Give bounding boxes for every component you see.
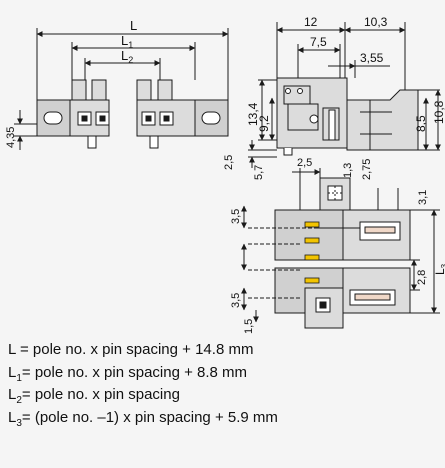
label-7-5: 7,5 — [310, 35, 327, 49]
label-5-7: 5,7 — [253, 165, 265, 180]
label-L2: L2 — [121, 48, 133, 65]
label-L: L — [130, 18, 137, 33]
label-2-5-front: 2,5 — [297, 157, 312, 169]
flange-left — [36, 99, 71, 137]
formula-L2: L2= pole no. x pin spacing — [8, 386, 180, 406]
side-latch-hole — [309, 114, 319, 124]
side-plug — [346, 89, 419, 151]
label-10-3: 10,3 — [364, 15, 388, 29]
formula-L: L = pole no. x pin spacing + 14.8 mm — [8, 341, 254, 358]
formula-L1: L1= pole no. x pin spacing + 8.8 mm — [8, 363, 248, 384]
label-3-5-bot: 3,5 — [230, 293, 242, 308]
label-2-8: 2,8 — [416, 270, 428, 285]
technical-drawing: L L1 L2 4,35 — [5, 15, 445, 334]
contact-1 — [304, 221, 320, 228]
label-L3: L3 — [433, 263, 445, 275]
formula-L3: L3= (pole no. –1) x pin spacing + 5.9 mm — [8, 408, 278, 429]
contact-3 — [304, 254, 320, 261]
formula-block: L = pole no. x pin spacing + 14.8 mm L1=… — [8, 340, 438, 430]
label-2-5-side: 2,5 — [223, 155, 235, 170]
label-3-55: 3,55 — [360, 51, 384, 65]
label-2-75: 2,75 — [361, 159, 373, 180]
label-3-5-top: 3,5 — [230, 209, 242, 224]
label-13-4: 13,4 — [246, 102, 260, 126]
mounting-slot-left — [43, 111, 63, 125]
label-8-5: 8,5 — [414, 115, 428, 132]
contact-2 — [304, 237, 320, 244]
label-1-3: 1,3 — [342, 163, 354, 178]
label-3-1: 3,1 — [417, 190, 429, 205]
contact-4 — [304, 277, 320, 284]
mounting-slot-right — [201, 111, 221, 125]
top-view — [14, 28, 229, 150]
label-4-35: 4,35 — [5, 127, 17, 148]
label-10-8: 10,8 — [432, 100, 445, 124]
plan-view — [241, 168, 440, 329]
label-1-5: 1,5 — [243, 319, 255, 334]
label-L1: L1 — [121, 33, 133, 50]
label-9-2: 9,2 — [257, 115, 271, 132]
label-12: 12 — [304, 15, 318, 29]
contacts — [304, 221, 320, 284]
side-view — [248, 22, 441, 168]
top-tab — [319, 177, 351, 211]
